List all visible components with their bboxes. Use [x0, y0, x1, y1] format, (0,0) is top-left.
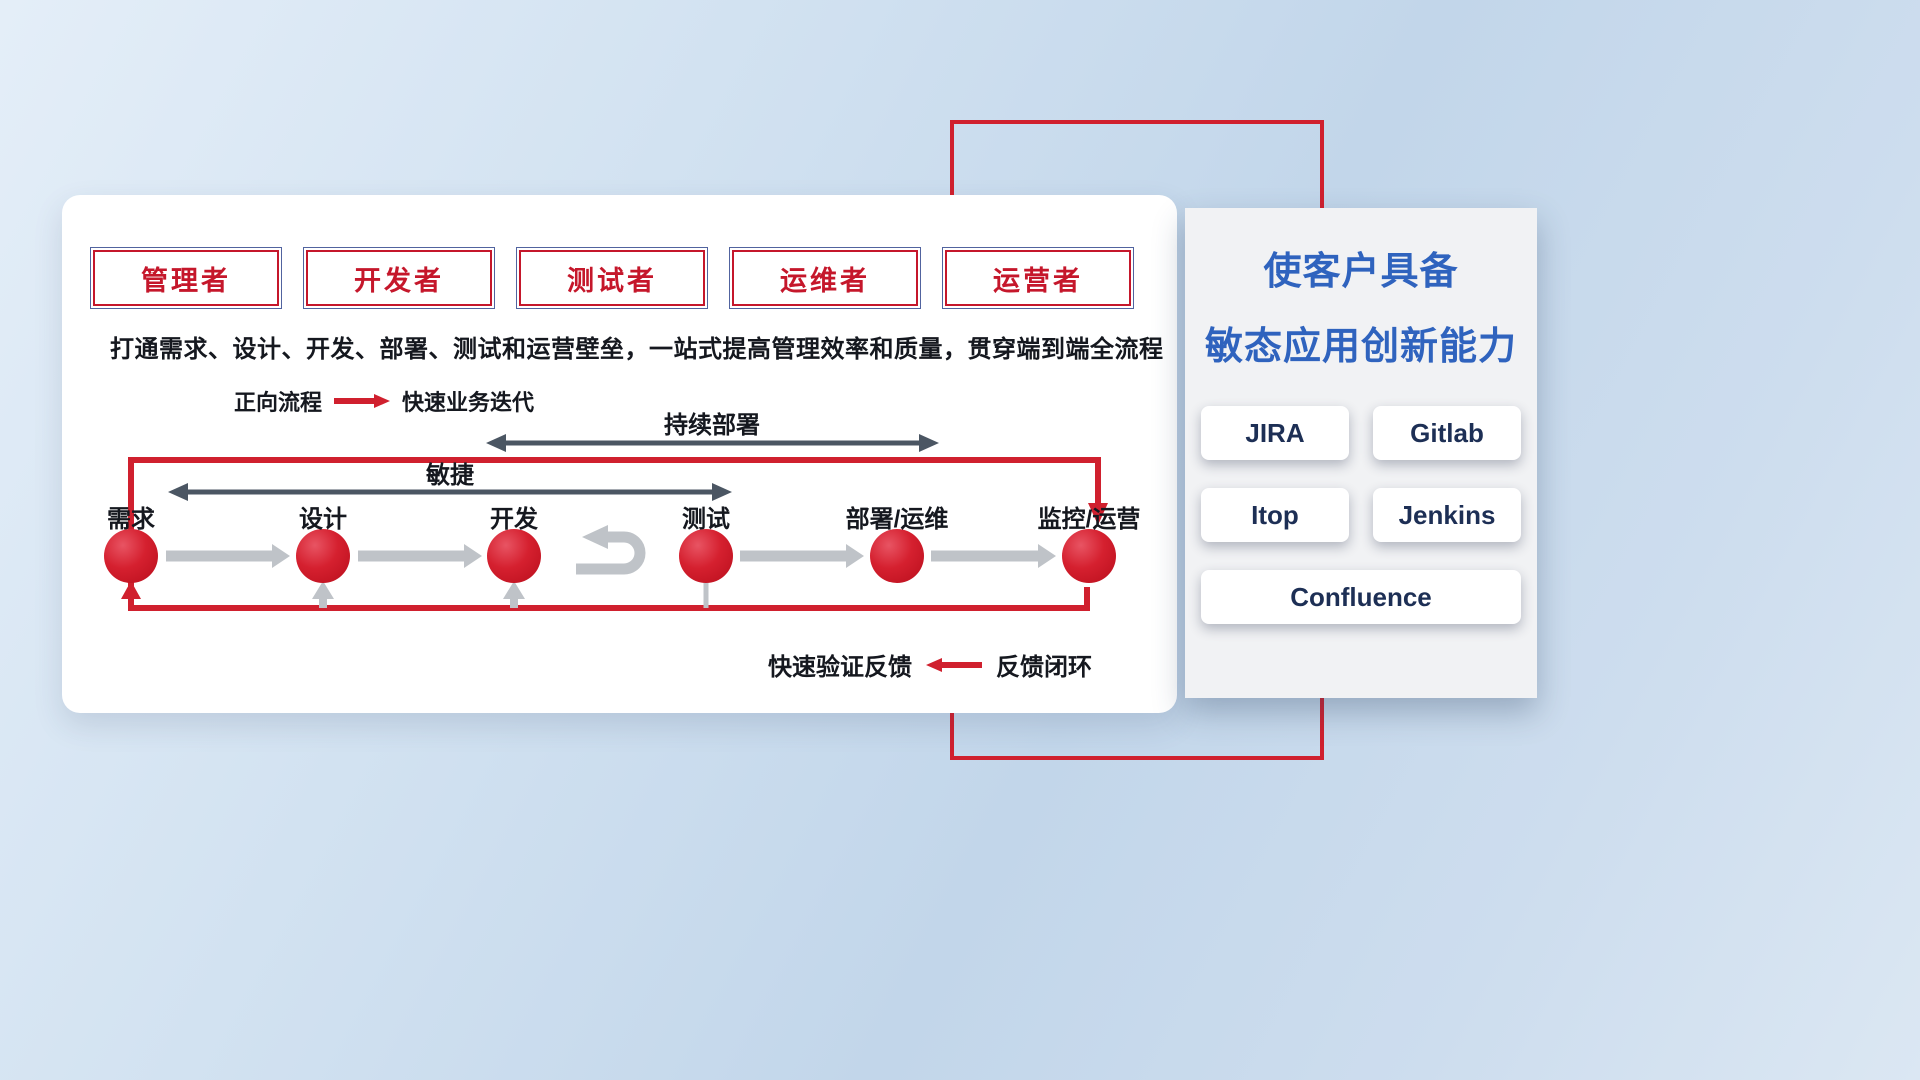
- feedback-legend-desc: 快速验证反馈: [768, 654, 912, 681]
- tool-jenkins: Jenkins: [1373, 488, 1521, 542]
- forward-legend-label: 正向流程: [234, 390, 323, 415]
- role-box-operator: 运营者: [942, 247, 1134, 309]
- workflow-panel: 管理者 开发者 测试者 运维者 运营者 打通需求、设计、开发、部署、测试和运营壁…: [62, 195, 1177, 713]
- role-box-tester: 测试者: [516, 247, 708, 309]
- loop-arrow-icon: [576, 525, 646, 575]
- subtitle: 打通需求、设计、开发、部署、测试和运营壁垒，一站式提高管理效率和质量，贯穿端到端…: [110, 336, 1164, 363]
- capability-title-line1: 使客户具备: [1263, 251, 1459, 293]
- forward-arrow-icon: [334, 394, 391, 408]
- node-label-design: 设计: [299, 506, 347, 533]
- continuous-deploy-label: 持续部署: [664, 412, 760, 439]
- node-label-development: 开发: [490, 506, 538, 533]
- flow-diagram: 持续部署 敏捷 需求 设计 开发 测试 部署/运维 监控/运营 快速验证反馈 反…: [62, 195, 1177, 713]
- tool-confluence: Confluence: [1201, 570, 1521, 624]
- tool-itop: Itop: [1201, 488, 1349, 542]
- forward-legend: 正向流程 快速业务迭代: [234, 385, 534, 417]
- forward-legend-desc: 快速业务迭代: [402, 390, 535, 415]
- tool-jira: JIRA: [1201, 406, 1349, 460]
- node-label-deploy-ops: 部署/运维: [845, 506, 949, 533]
- roles-row: 管理者 开发者 测试者 运维者 运营者: [90, 247, 1134, 309]
- capability-panel: 使客户具备 敏态应用创新能力 JIRA Gitlab Itop Jenkins …: [1185, 208, 1537, 698]
- node-label-monitor-ops: 监控/运营: [1037, 506, 1141, 533]
- agile-label: 敏捷: [426, 462, 474, 489]
- flow-arrows-svg: [104, 434, 1116, 611]
- tool-gitlab: Gitlab: [1373, 406, 1521, 460]
- role-box-ops: 运维者: [729, 247, 921, 309]
- feedback-legend: 快速验证反馈 反馈闭环: [768, 647, 1092, 682]
- capability-title-line2: 敏态应用创新能力: [1204, 326, 1517, 368]
- node-label-testing: 测试: [682, 506, 730, 533]
- role-box-manager: 管理者: [90, 247, 282, 309]
- feedback-arrow-icon: [926, 657, 982, 672]
- feedback-legend-label: 反馈闭环: [996, 654, 1092, 681]
- tools-grid: JIRA Gitlab Itop Jenkins Confluence: [1201, 406, 1521, 624]
- node-label-requirements: 需求: [107, 506, 155, 533]
- role-box-developer: 开发者: [303, 247, 495, 309]
